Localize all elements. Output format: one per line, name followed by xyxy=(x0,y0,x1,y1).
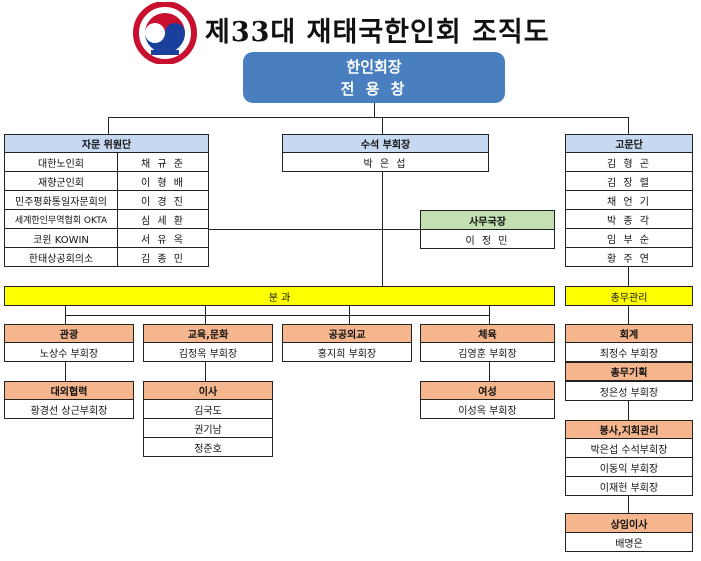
service-name: 박은섭 수석부회장 xyxy=(565,438,693,458)
directors-header: 이사 xyxy=(143,381,273,400)
tourism-header: 관광 xyxy=(4,324,134,343)
women-name: 이성옥 부회장 xyxy=(420,399,555,419)
external-header: 대외협력 xyxy=(4,381,134,400)
standing-name: 배명은 xyxy=(565,532,693,552)
standing-header: 상임이사 xyxy=(565,513,693,533)
advisory-name: 채 규 준 xyxy=(141,158,185,170)
accounting-header: 회계 xyxy=(565,324,693,343)
diplomacy-name: 홍지희 부회장 xyxy=(282,342,412,362)
service-name: 이동익 부회장 xyxy=(565,457,693,477)
connector xyxy=(628,267,629,286)
connector xyxy=(205,306,206,325)
counselor-name: 김 형 곤 xyxy=(565,152,693,172)
connector xyxy=(65,315,490,316)
education-name: 김정옥 부회장 xyxy=(143,342,273,362)
advisory-name: 김 종 민 xyxy=(141,253,185,265)
advisory-row: 민주평화통일자문회의 이 경 진 xyxy=(4,190,209,210)
connector xyxy=(108,117,628,118)
connector xyxy=(628,401,629,420)
connector xyxy=(374,103,375,117)
connector xyxy=(628,495,629,513)
director-name: 권기남 xyxy=(143,418,273,438)
service-name: 이재헌 부회장 xyxy=(565,476,693,496)
director-name: 정준호 xyxy=(143,437,273,457)
kakhr-logo xyxy=(133,1,197,65)
president-box: 한인회장 전 용 창 xyxy=(243,52,505,103)
advisory-row: 한태상공회의소 김 종 민 xyxy=(4,247,209,267)
connector xyxy=(205,362,206,381)
planning-header: 총무기획 xyxy=(565,362,693,381)
advisory-row: 재향군인회 이 형 배 xyxy=(4,171,209,191)
senior-vp-header: 수석 부회장 xyxy=(282,134,489,153)
advisory-name: 이 경 진 xyxy=(141,196,185,208)
external-name: 황경선 상근부회장 xyxy=(4,399,134,419)
tourism-name: 노상수 부회장 xyxy=(4,342,134,362)
connector xyxy=(65,306,66,325)
counselor-name: 김 장 렬 xyxy=(565,171,693,191)
counselor-name: 황 주 연 xyxy=(565,247,693,267)
advisory-row: 대한노인회 채 규 준 xyxy=(4,152,209,172)
diplomacy-header: 공공외교 xyxy=(282,324,412,343)
page-title: 제33대 재태국한인회 조직도 xyxy=(205,17,550,48)
advisory-row: 코윈 KOWIN 서 유 옥 xyxy=(4,228,209,248)
advisory-org: 코윈 KOWIN xyxy=(5,229,118,247)
advisory-org: 세계한인무역협회 OKTA xyxy=(5,210,118,228)
advisory-name: 이 형 배 xyxy=(141,177,185,189)
counselors-header: 고문단 xyxy=(565,134,693,153)
advisory-org: 한태상공회의소 xyxy=(5,248,118,266)
director-name: 김국도 xyxy=(143,399,273,419)
connector xyxy=(349,306,350,325)
advisory-org: 대한노인회 xyxy=(5,153,118,171)
division-bar: 분 과 xyxy=(4,286,555,306)
senior-vp-name: 박 은 섭 xyxy=(282,152,489,172)
president-role: 한인회장 xyxy=(346,57,402,76)
connector xyxy=(108,117,109,134)
advisory-row: 세계한인무역협회 OKTA 심 세 환 xyxy=(4,209,209,229)
connector xyxy=(65,362,66,381)
sports-header: 체육 xyxy=(420,324,555,343)
connector xyxy=(489,362,490,381)
connector xyxy=(209,229,420,230)
counselor-name: 박 종 각 xyxy=(565,209,693,229)
planning-name: 정은성 부회장 xyxy=(565,381,693,401)
connector xyxy=(628,306,629,325)
connector xyxy=(628,117,629,134)
advisory-name: 심 세 환 xyxy=(141,215,185,227)
women-header: 여성 xyxy=(420,381,555,400)
advisory-org: 민주평화통일자문회의 xyxy=(5,191,118,209)
counselor-name: 채 언 기 xyxy=(565,190,693,210)
connector xyxy=(489,306,490,325)
accounting-name: 최정수 부회장 xyxy=(565,342,693,362)
secretary-header: 사무국장 xyxy=(420,210,555,230)
advisory-org: 재향군인회 xyxy=(5,172,118,190)
education-header: 교육,문화 xyxy=(143,324,273,343)
counselor-name: 임 부 순 xyxy=(565,228,693,248)
connector xyxy=(382,117,383,134)
advisory-header: 자문 위원단 xyxy=(4,134,209,153)
president-name: 전 용 창 xyxy=(340,79,408,98)
advisory-name: 서 유 옥 xyxy=(141,234,185,246)
sports-name: 김영훈 부회장 xyxy=(420,342,555,362)
general-affairs-bar: 총무관리 xyxy=(565,286,693,306)
secretary-name: 이 정 민 xyxy=(420,229,555,249)
service-header: 봉사,지회관리 xyxy=(565,420,693,439)
